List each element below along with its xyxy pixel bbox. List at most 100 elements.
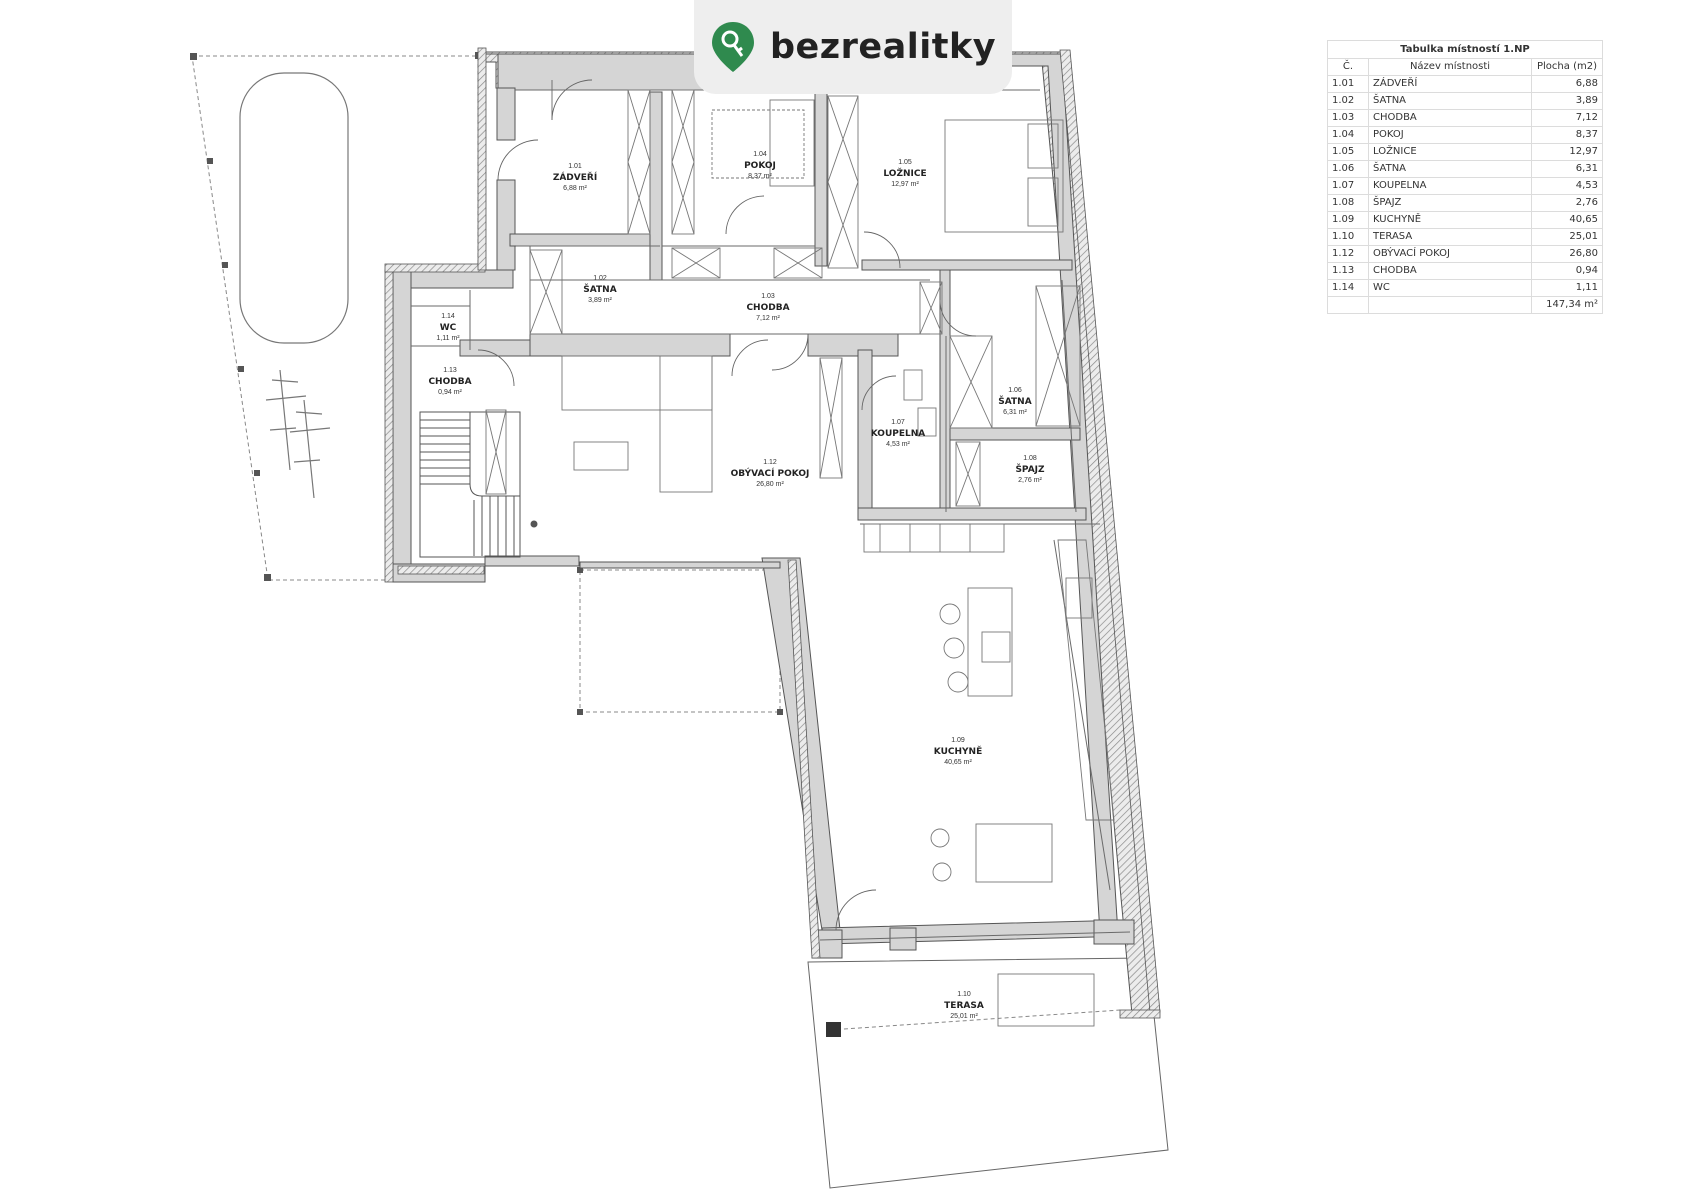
svg-text:ŠATNA: ŠATNA [583, 283, 616, 295]
svg-text:1.06: 1.06 [1008, 387, 1022, 394]
svg-text:0,94 m²: 0,94 m² [438, 389, 462, 396]
svg-text:1.02: 1.02 [593, 275, 607, 282]
svg-text:25,01 m²: 25,01 m² [950, 1013, 978, 1020]
row-name: ŠATNA [1368, 92, 1532, 110]
svg-text:7,12 m²: 7,12 m² [756, 315, 780, 322]
row-area: 6,31 [1531, 160, 1603, 178]
row-no: 1.02 [1327, 92, 1369, 110]
svg-text:1.05: 1.05 [898, 159, 912, 166]
walls [392, 87, 1135, 959]
svg-text:1.12: 1.12 [763, 459, 777, 466]
pergola-posts [577, 567, 783, 715]
svg-text:6,31 m²: 6,31 m² [1003, 409, 1027, 416]
svg-text:1.09: 1.09 [951, 737, 965, 744]
room-labels: 1.01 ZÁDVEŘÍ 6,88 m² 1.04 POKOJ 8,37 m² … [428, 151, 1045, 1020]
svg-text:4,53 m²: 4,53 m² [886, 441, 910, 448]
bicycles [265, 369, 331, 499]
svg-text:OBÝVACÍ POKOJ: OBÝVACÍ POKOJ [731, 467, 810, 479]
room-label-1-13: 1.13 CHODBA 0,94 m² [428, 367, 471, 396]
room-label-1-09: 1.09 KUCHYNĚ 40,65 m² [934, 737, 982, 766]
row-no: 1.10 [1327, 228, 1369, 246]
row-no: 1.12 [1327, 245, 1369, 263]
svg-text:ŠPAJZ: ŠPAJZ [1015, 463, 1045, 475]
row-name: ŠATNA [1368, 160, 1532, 178]
room-label-1-04: 1.04 POKOJ 8,37 m² [744, 151, 776, 180]
row-name: KUCHYNĚ [1368, 211, 1532, 229]
svg-text:1.14: 1.14 [441, 313, 455, 320]
terrace-outline [807, 957, 1169, 1189]
row-name: CHODBA [1368, 262, 1532, 280]
row-name: CHODBA [1368, 109, 1532, 127]
svg-text:8,37 m²: 8,37 m² [748, 173, 772, 180]
row-no: 1.03 [1327, 109, 1369, 127]
brand-name: bezrealitky [769, 27, 997, 67]
brand-logo[interactable]: bezrealitky [694, 0, 1012, 94]
room-label-1-08: 1.08 ŠPAJZ 2,76 m² [1015, 455, 1045, 484]
row-area: 4,53 [1531, 177, 1603, 195]
pergola-outline [579, 569, 781, 713]
row-no: 1.07 [1327, 177, 1369, 195]
row-no: 1.08 [1327, 194, 1369, 212]
svg-text:40,65 m²: 40,65 m² [944, 759, 972, 766]
parking-area [191, 55, 479, 581]
header-name: Název místnosti [1368, 58, 1532, 76]
room-label-1-12: 1.12 OBÝVACÍ POKOJ 26,80 m² [731, 459, 810, 488]
room-label-1-07: 1.07 KOUPELNA 4,53 m² [871, 419, 926, 448]
row-no: 1.04 [1327, 126, 1369, 144]
parking-posts [190, 52, 482, 581]
svg-text:3,89 m²: 3,89 m² [588, 297, 612, 304]
svg-text:1.03: 1.03 [761, 293, 775, 300]
room-label-1-14: 1.14 WC 1,11 m² [436, 313, 460, 342]
svg-text:1.08: 1.08 [1023, 455, 1037, 462]
svg-text:2,76 m²: 2,76 m² [1018, 477, 1042, 484]
room-label-1-10: 1.10 TERASA 25,01 m² [944, 991, 984, 1020]
table-total: 147,34 m² [1531, 296, 1603, 314]
svg-text:LOŽNICE: LOŽNICE [883, 167, 926, 179]
row-area: 2,76 [1531, 194, 1603, 212]
room-label-1-01: 1.01 ZÁDVEŘÍ 6,88 m² [553, 163, 598, 192]
svg-text:26,80 m²: 26,80 m² [756, 481, 784, 488]
interior-lines [411, 89, 1131, 941]
room-table-title: Tabulka místností 1.NP [1327, 40, 1603, 58]
row-name: POKOJ [1368, 126, 1532, 144]
doors [477, 79, 977, 931]
room-table: Tabulka místností 1.NP Č. Název místnost… [1327, 40, 1603, 314]
row-no: 1.14 [1327, 279, 1369, 297]
header-area: Plocha (m2) [1531, 58, 1603, 76]
svg-text:KUCHYNĚ: KUCHYNĚ [934, 745, 982, 757]
svg-text:WC: WC [440, 323, 457, 333]
key-pin-icon [711, 22, 754, 72]
row-area: 25,01 [1531, 228, 1603, 246]
svg-text:12,97 m²: 12,97 m² [891, 181, 919, 188]
svg-text:1.07: 1.07 [891, 419, 905, 426]
svg-text:POKOJ: POKOJ [744, 161, 776, 171]
row-area: 0,94 [1531, 262, 1603, 280]
row-name: TERASA [1368, 228, 1532, 246]
row-name: OBÝVACÍ POKOJ [1368, 245, 1532, 263]
table-total-row: 147,34 m² [1327, 296, 1603, 314]
svg-text:TERASA: TERASA [944, 1001, 984, 1011]
header-no: Č. [1327, 58, 1369, 76]
svg-text:KOUPELNA: KOUPELNA [871, 429, 926, 439]
furniture [561, 99, 1115, 1027]
row-no: 1.05 [1327, 143, 1369, 161]
room-label-1-05: 1.05 LOŽNICE 12,97 m² [883, 159, 926, 188]
svg-text:6,88 m²: 6,88 m² [563, 185, 587, 192]
row-area: 6,88 [1531, 75, 1603, 93]
terrace-post [826, 1022, 841, 1037]
wardrobes [485, 89, 1081, 507]
row-area: 40,65 [1531, 211, 1603, 229]
svg-text:CHODBA: CHODBA [428, 377, 471, 387]
svg-text:1.13: 1.13 [443, 367, 457, 374]
svg-text:ŠATNA: ŠATNA [998, 395, 1031, 407]
room-label-1-03: 1.03 CHODBA 7,12 m² [746, 293, 789, 322]
